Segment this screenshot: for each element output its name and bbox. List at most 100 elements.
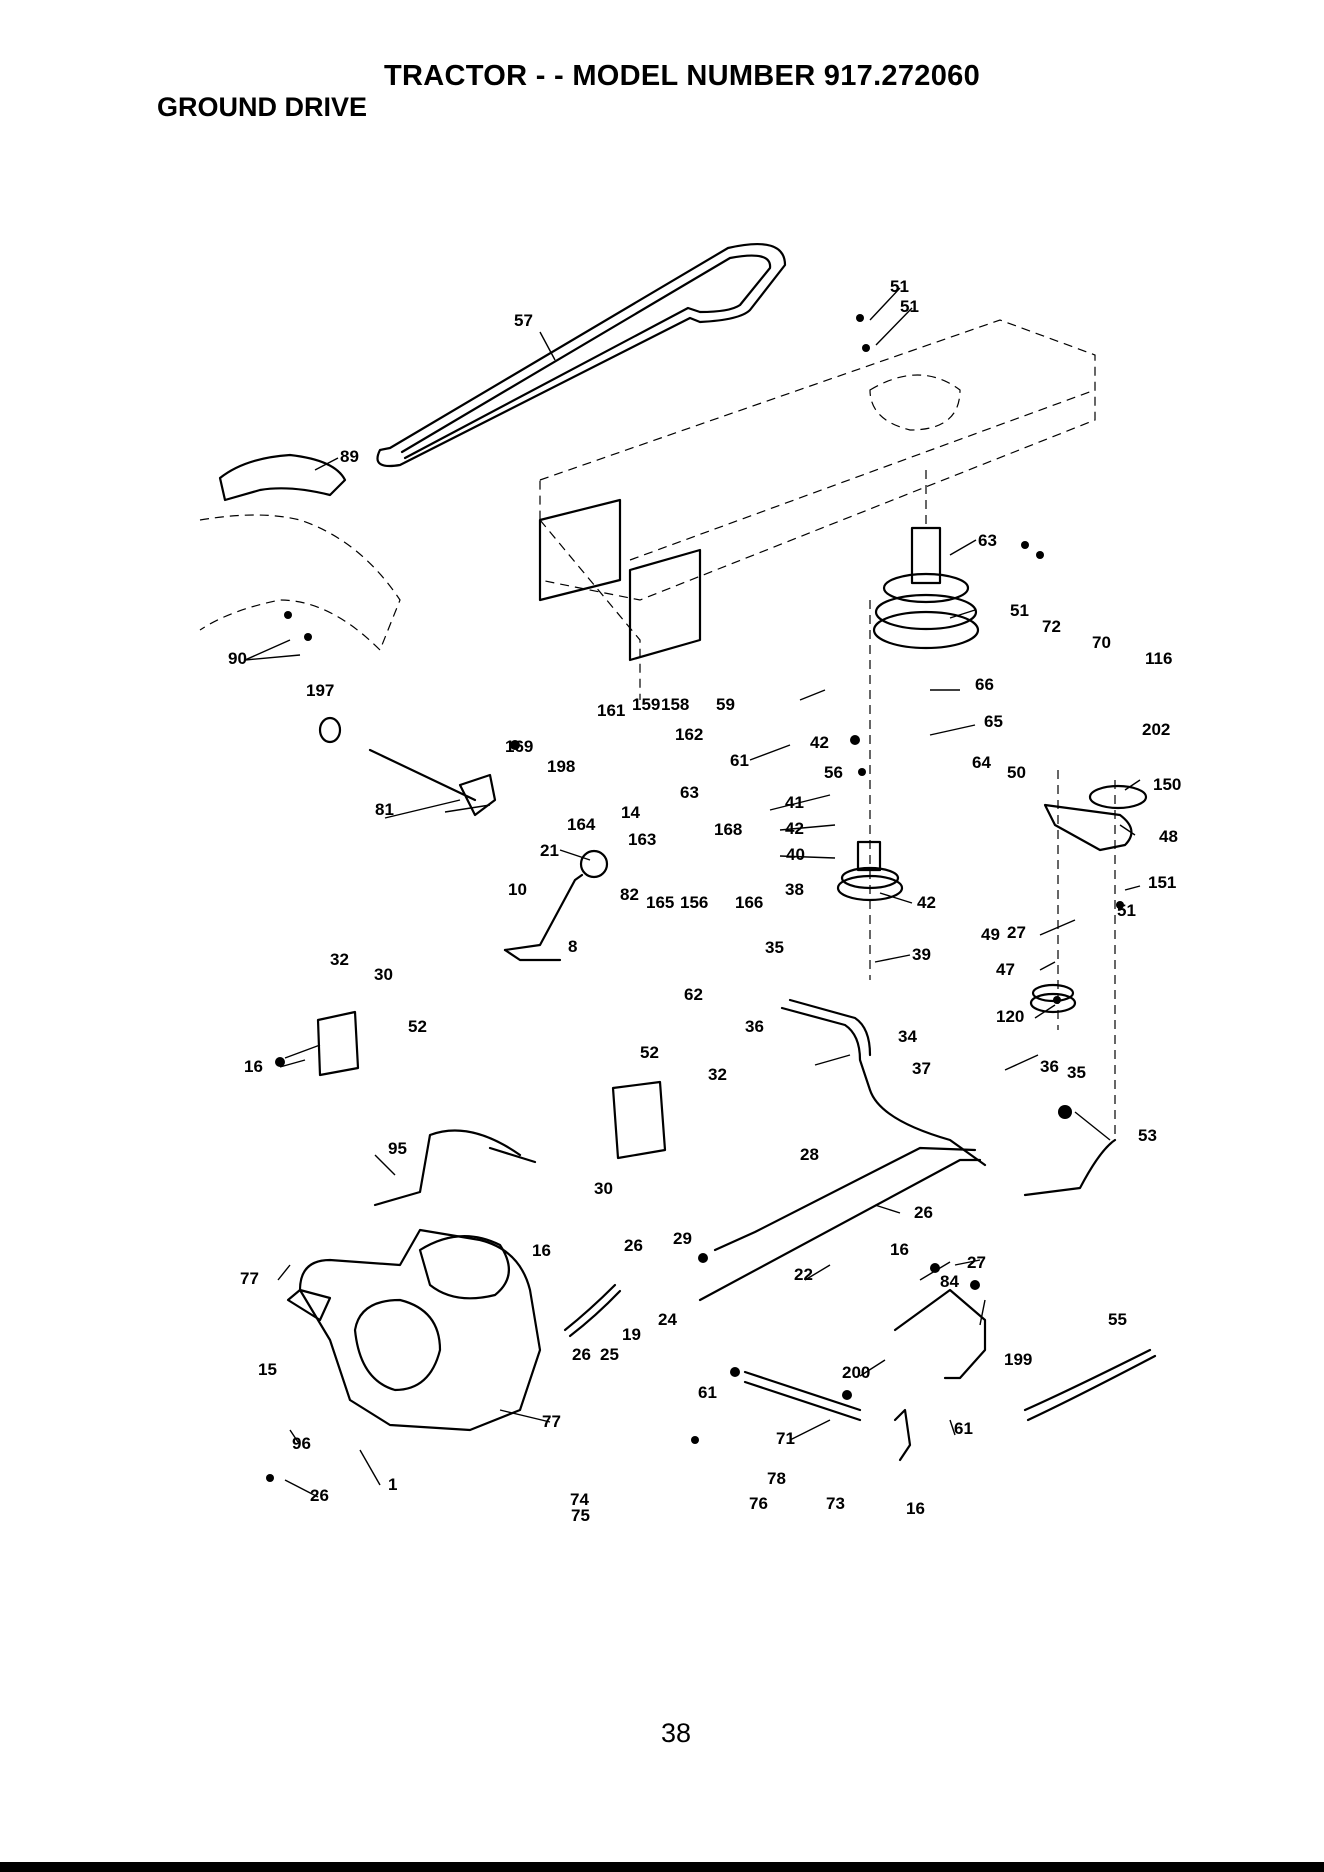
part-callout: 47 xyxy=(996,960,1015,979)
part-callout: 61 xyxy=(954,1419,973,1438)
part-callout: 53 xyxy=(1138,1126,1157,1145)
part-callout: 26 xyxy=(914,1203,933,1222)
lever-95 xyxy=(373,1129,522,1207)
leader-line xyxy=(814,1054,851,1066)
transaxle-1 xyxy=(286,1228,542,1432)
part-callout: 1 xyxy=(388,1475,397,1494)
part-callout: 82 xyxy=(620,885,639,904)
part-callout: 163 xyxy=(628,830,656,849)
hardware-fasteners xyxy=(266,314,1124,1482)
leader-line xyxy=(289,1429,301,1446)
leader-lines xyxy=(244,287,1141,1498)
part-callout: 156 xyxy=(680,893,708,912)
leader-line xyxy=(279,1059,306,1068)
brake-rod-28 xyxy=(713,1146,977,1252)
part-callout: 25 xyxy=(600,1345,619,1364)
part-callout: 24 xyxy=(658,1310,677,1329)
leader-line xyxy=(374,1154,396,1176)
part-callout: 57 xyxy=(514,311,533,330)
leader-line xyxy=(979,1299,986,1326)
spring-25 xyxy=(563,1283,617,1332)
part-callout: 169 xyxy=(505,737,533,756)
part-callout: 50 xyxy=(1007,763,1026,782)
part-callout: 52 xyxy=(408,1017,427,1036)
bracket-30-lower xyxy=(611,1080,667,1160)
leader-line xyxy=(539,331,556,361)
leader-line xyxy=(244,639,291,661)
part-callout: 38 xyxy=(785,880,804,899)
part-callout: 32 xyxy=(708,1065,727,1084)
part-callout: 120 xyxy=(996,1007,1024,1026)
leader-line xyxy=(1034,1004,1056,1019)
shift-lever-8 xyxy=(503,873,584,952)
leader-line xyxy=(779,855,836,859)
leader-line xyxy=(789,1419,831,1441)
spring-55 xyxy=(1023,1348,1152,1412)
leader-line xyxy=(799,689,826,701)
part-callout: 27 xyxy=(967,1253,986,1272)
part-callout: 62 xyxy=(684,985,703,1004)
leader-line xyxy=(244,654,301,661)
part-callout: 63 xyxy=(680,783,699,802)
part-callout: 34 xyxy=(898,1027,917,1046)
leader-line xyxy=(444,804,491,813)
part-callout: 48 xyxy=(1159,827,1178,846)
part-callout: 59 xyxy=(716,695,735,714)
part-callout: 168 xyxy=(714,820,742,839)
axle-84 xyxy=(893,1288,987,1380)
leader-line xyxy=(749,744,791,761)
part-callout: 84 xyxy=(940,1272,959,1291)
leader-line xyxy=(1124,885,1141,891)
part-callout: 96 xyxy=(292,1434,311,1453)
leader-line xyxy=(769,794,831,811)
leader-line xyxy=(869,287,901,321)
part-callout: 52 xyxy=(640,1043,659,1062)
part-callout: 162 xyxy=(675,725,703,744)
part-callout: 16 xyxy=(532,1241,551,1260)
part-callout: 15 xyxy=(258,1360,277,1379)
leader-line xyxy=(1119,824,1136,836)
bottom-rule xyxy=(0,1862,1324,1872)
part-callout: 35 xyxy=(1067,1063,1086,1082)
part-callout: 16 xyxy=(906,1499,925,1518)
leader-line xyxy=(559,849,591,861)
part-callout: 8 xyxy=(568,937,577,956)
part-callout: 78 xyxy=(767,1469,786,1488)
part-callout: 42 xyxy=(810,733,829,752)
part-callout: 61 xyxy=(730,751,749,770)
part-callout: 51 xyxy=(890,277,909,296)
part-callout: 16 xyxy=(890,1240,909,1259)
leader-line xyxy=(919,1261,951,1281)
part-callout: 19 xyxy=(622,1325,641,1344)
part-callout: 42 xyxy=(917,893,936,912)
leader-line xyxy=(314,457,339,471)
part-callout: 158 xyxy=(661,695,689,714)
part-callout: 51 xyxy=(1117,901,1136,920)
part-callout: 29 xyxy=(673,1229,692,1248)
part-callout: 161 xyxy=(597,701,625,720)
part-callout: 51 xyxy=(900,297,919,316)
part-callout: 202 xyxy=(1142,720,1170,739)
part-callout: 70 xyxy=(1092,633,1111,652)
part-callout: 36 xyxy=(1040,1057,1059,1076)
part-callout: 116 xyxy=(1145,649,1172,668)
part-callout: 73 xyxy=(826,1494,845,1513)
part-callout: 77 xyxy=(240,1269,259,1288)
part-callout: 75 xyxy=(571,1506,590,1525)
part-callout: 40 xyxy=(786,845,805,864)
part-callout: 150 xyxy=(1153,775,1181,794)
rod-71 xyxy=(743,1370,862,1412)
part-callout: 37 xyxy=(912,1059,931,1078)
part-callout: 35 xyxy=(765,938,784,957)
leader-line xyxy=(929,724,976,736)
part-callout: 74 xyxy=(570,1490,589,1509)
leader-line xyxy=(949,609,976,619)
part-callout: 71 xyxy=(776,1429,795,1448)
part-callout: 151 xyxy=(1148,873,1176,892)
part-callout: 166 xyxy=(735,893,763,912)
part-callout: 49 xyxy=(981,925,1000,944)
part-callout: 39 xyxy=(912,945,931,964)
part-callout: 56 xyxy=(824,763,843,782)
